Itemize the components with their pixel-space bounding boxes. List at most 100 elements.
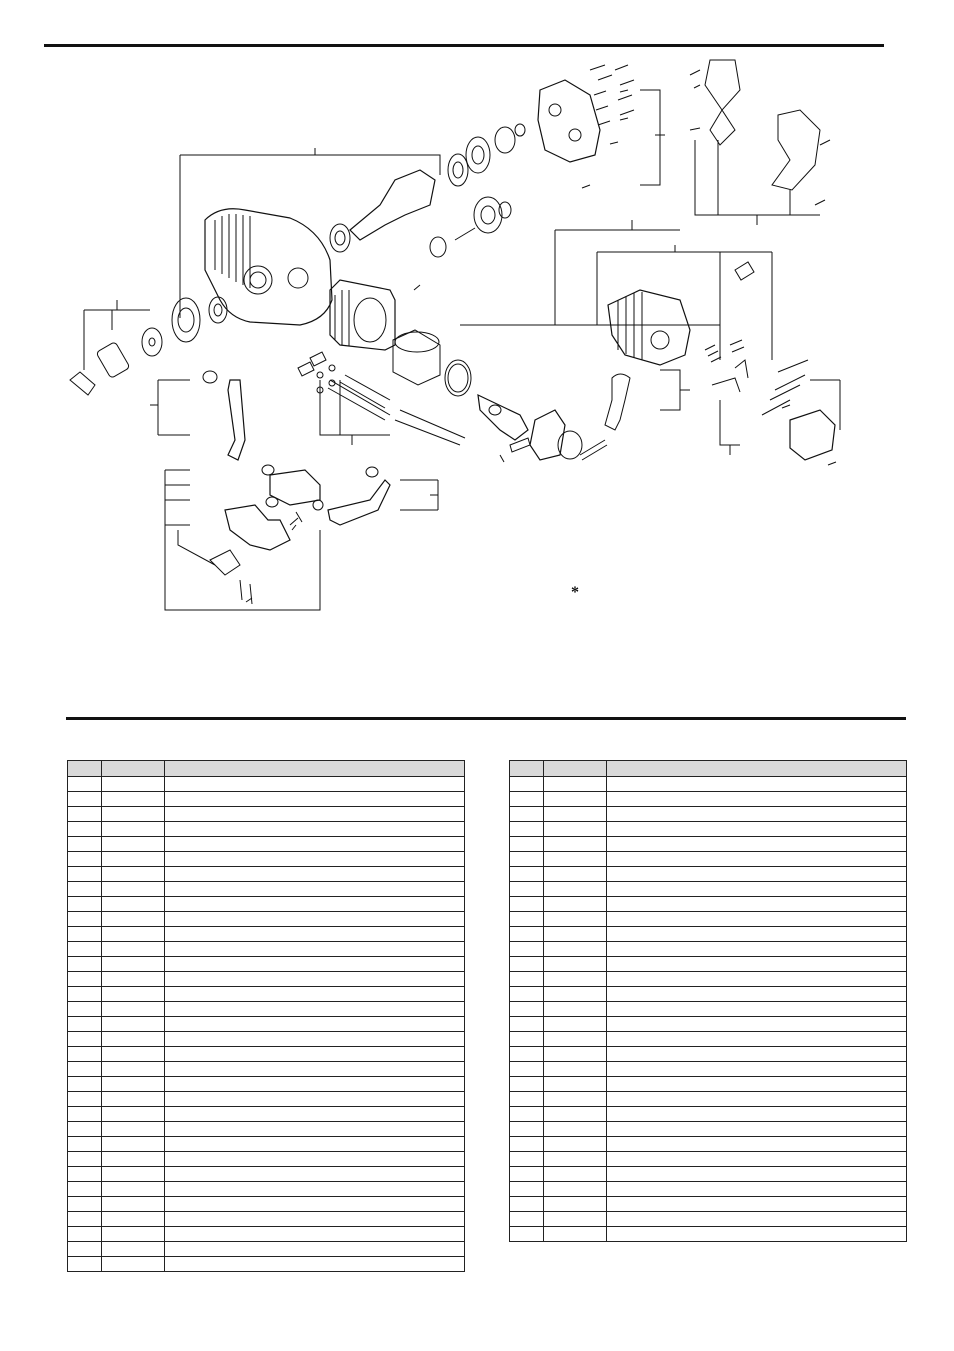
- table-cell: [543, 1211, 607, 1227]
- table-row: [509, 911, 907, 927]
- table-cell: [509, 926, 544, 942]
- table-cell: [67, 1151, 102, 1167]
- table-row: [67, 1211, 465, 1227]
- table-row: [67, 986, 465, 1002]
- table-cell: [101, 1211, 165, 1227]
- pushrod-tube-2: [327, 379, 391, 421]
- table-cell: [101, 956, 165, 972]
- table-cell: [543, 1046, 607, 1062]
- table-cell: [67, 1256, 102, 1272]
- table-cell: [606, 1061, 907, 1077]
- table-row: [67, 1016, 465, 1032]
- col-no: [509, 760, 544, 777]
- table-row: [67, 1091, 465, 1107]
- table-row: [509, 836, 907, 852]
- drive-hub: [171, 297, 201, 343]
- plate-bolts: [689, 69, 831, 206]
- table-cell: [543, 1196, 607, 1212]
- table-cell: [67, 1076, 102, 1092]
- table-cell: [164, 896, 465, 912]
- table-cell: [101, 1046, 165, 1062]
- table-cell: [606, 1196, 907, 1212]
- table-cell: [543, 1121, 607, 1137]
- table-cell: [101, 1061, 165, 1077]
- piston-ring: [557, 430, 583, 460]
- table-cell: [543, 1226, 607, 1242]
- oring-d: [328, 379, 336, 387]
- table-cell: [101, 1091, 165, 1107]
- table-cell: [164, 791, 465, 807]
- table-cell: [606, 1121, 907, 1137]
- table-cell: [164, 1226, 465, 1242]
- table-cell: [67, 1016, 102, 1032]
- table-row: [509, 1196, 907, 1212]
- table-cell: [67, 866, 102, 882]
- table-cell: [67, 1136, 102, 1152]
- table-cell: [606, 896, 907, 912]
- mount-plate-rear: [771, 109, 821, 191]
- table-cell: [101, 1226, 165, 1242]
- table-cell: [101, 1106, 165, 1122]
- table-cell: [606, 1136, 907, 1152]
- table-cell: [67, 1241, 102, 1257]
- table-row: [509, 866, 907, 882]
- table-cell: [543, 986, 607, 1002]
- table-cell: [606, 806, 907, 822]
- table-cell: [543, 956, 607, 972]
- carb-group-bracket: [164, 469, 321, 611]
- table-row: [67, 881, 465, 897]
- table-cell: [509, 1181, 544, 1197]
- col-no: [67, 760, 102, 777]
- table-cell: [606, 836, 907, 852]
- parts-table-header: [67, 760, 465, 777]
- cylinder-fins: [334, 290, 350, 346]
- table-cell: [509, 986, 544, 1002]
- table-row: [509, 1121, 907, 1137]
- table-row: [509, 851, 907, 867]
- table-cell: [606, 791, 907, 807]
- intake-oring: [365, 466, 379, 478]
- table-cell: [67, 956, 102, 972]
- table-cell: [543, 1001, 607, 1017]
- table-cell: [101, 851, 165, 867]
- pin-clip: [499, 454, 505, 463]
- table-cell: [101, 791, 165, 807]
- connecting-rod: [477, 393, 529, 441]
- rocker-bracket: [660, 369, 690, 411]
- table-cell: [67, 1031, 102, 1047]
- table-cell: [543, 971, 607, 987]
- table-cell: [164, 1001, 465, 1017]
- wrist-pin: [509, 437, 531, 453]
- crankcase-group-bracket: [179, 148, 441, 318]
- table-cell: [164, 776, 465, 792]
- cylinder-group-bracket: [460, 220, 720, 326]
- table-cell: [509, 941, 544, 957]
- table-row: [67, 1106, 465, 1122]
- crankcase-port: [287, 267, 309, 289]
- table-cell: [101, 986, 165, 1002]
- table-cell: [101, 836, 165, 852]
- oring-c: [316, 386, 324, 394]
- table-cell: [164, 1016, 465, 1032]
- table-cell: [67, 1046, 102, 1062]
- table-cell: [509, 821, 544, 837]
- table-cell: [606, 1076, 907, 1092]
- head-group-bracket: [596, 245, 773, 360]
- table-cell: [101, 1016, 165, 1032]
- table-row: [67, 866, 465, 882]
- table-cell: [606, 1031, 907, 1047]
- cam-shaft: [454, 227, 476, 241]
- table-cell: [67, 1181, 102, 1197]
- idler-gear: [498, 201, 512, 219]
- valve-stem: [579, 439, 608, 461]
- table-row: [67, 1256, 465, 1272]
- footnote-asterisk: *: [571, 584, 579, 601]
- table-cell: [606, 1151, 907, 1167]
- table-cell: [509, 1046, 544, 1062]
- exhaust-bracket: [150, 379, 190, 436]
- table-row: [67, 1181, 465, 1197]
- table-cell: [101, 1136, 165, 1152]
- table-cell: [67, 971, 102, 987]
- table-row: [509, 941, 907, 957]
- table-row: [509, 1151, 907, 1167]
